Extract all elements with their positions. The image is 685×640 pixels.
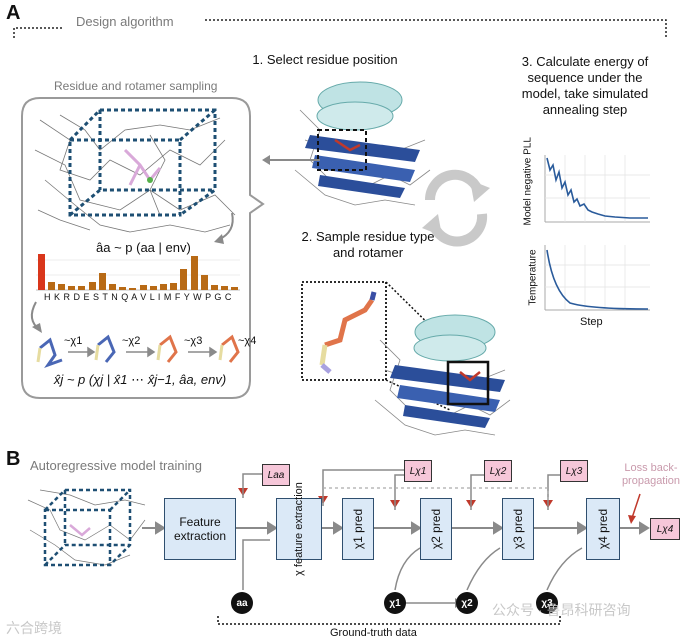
input-chi2: χ2: [456, 592, 478, 614]
ground-truth-label: Ground-truth data: [330, 627, 417, 639]
step3-line: 3. Calculate energy of: [521, 54, 649, 69]
aa-bar: [139, 285, 147, 290]
aa-bar: [231, 286, 239, 290]
aa-bar-chart: [36, 252, 240, 290]
watermark-right: 公众号 · 鲁昂科研咨询: [492, 602, 631, 618]
step1-caption: 1. Select residue position: [252, 52, 398, 67]
step2-line2: and rotamer: [332, 245, 404, 260]
panel-a-title: Design algorithm: [76, 14, 174, 29]
aa-bar: [47, 282, 55, 290]
sampling-box: [21, 97, 265, 399]
chi2-label: ~χ2: [122, 335, 141, 347]
pll-plot: [544, 155, 650, 223]
aa-bar: [88, 281, 96, 290]
aa-bar: [98, 272, 106, 290]
aa-bar: [200, 274, 208, 290]
protein-structure-bottom: [374, 314, 511, 436]
watermark-left: 六合跨境: [6, 620, 62, 636]
aa-bar: [108, 284, 117, 290]
plot-xlabel: Step: [580, 316, 603, 328]
panel-b-letter: B: [6, 448, 21, 470]
aa-bar: [129, 288, 137, 290]
step2-line1: 2. Sample residue type: [301, 229, 435, 244]
panel-b-title: Autoregressive model training: [30, 458, 202, 473]
aa-bar: [68, 286, 76, 290]
protein-structure-top: [294, 81, 431, 206]
aa-bar: [210, 285, 219, 290]
aa-bar: [119, 286, 127, 290]
temperature-curve: [546, 249, 649, 310]
loss-chi4: Lχ4: [650, 518, 680, 540]
feature-extraction-box: Feature extraction: [164, 498, 236, 560]
chi4-label: ~χ4: [238, 335, 257, 347]
aa-letters: H K R D E S T N Q A V L I M F Y W P G C: [44, 292, 232, 302]
aa-bar: [170, 283, 178, 290]
loss-backprop-note: Loss back- propagation: [616, 462, 685, 488]
chi1-label: ~χ1: [64, 335, 83, 347]
aa-bar: [149, 286, 157, 290]
aa-bar: [57, 284, 66, 290]
loss-note-line2: propagation: [621, 475, 681, 487]
chi1-pred-label: χ1 pred: [351, 508, 366, 550]
step3-line: model, take simulated: [521, 86, 649, 101]
loss-chi3: Lχ3: [560, 460, 588, 482]
panel-a-letter: A: [6, 2, 21, 24]
input-chi3: χ3: [536, 592, 558, 614]
sampling-title: Residue and rotamer sampling: [54, 79, 218, 93]
aa-bar: [190, 255, 198, 290]
aa-formula: âa ~ p (aa | env): [96, 240, 191, 255]
chi3-label: ~χ3: [184, 335, 203, 347]
chi-formula: x̂j ~ p (χj | x̂1 ⋯ x̂j−1, âa, env): [53, 372, 227, 387]
chi2-pred-box: χ2 pred: [420, 498, 452, 560]
step3-line: annealing step: [542, 102, 628, 117]
chi-feature-extraction-box: χ feature extraction: [276, 482, 322, 576]
aa-bar: [180, 269, 188, 290]
chi2-pred-label: χ2 pred: [429, 508, 444, 550]
chi-feature-label: χ feature extraction: [293, 482, 306, 576]
chi3-pred-label: χ3 pred: [511, 508, 526, 550]
loss-note-line1: Loss back-: [624, 462, 678, 474]
loss-chi1: Lχ1: [404, 460, 432, 482]
input-chi1: χ1: [384, 592, 406, 614]
loss-chi2: Lχ2: [484, 460, 512, 482]
step3-line: sequence under the: [527, 70, 643, 85]
temperature-plot: [544, 245, 650, 311]
step2-caption: 2. Sample residue type and rotamer: [268, 229, 468, 261]
step3-caption: 3. Calculate energy of sequence under th…: [485, 54, 685, 118]
aa-bar: [78, 286, 86, 290]
aa-bar: [221, 286, 229, 290]
chi1-pred-box: χ1 pred: [342, 498, 374, 560]
aa-bar: [37, 253, 45, 290]
chi4-pred-box: χ4 pred: [586, 498, 620, 560]
chi4-pred-label: χ4 pred: [596, 508, 611, 550]
pll-curve: [546, 157, 648, 219]
loss-aa: Laa: [262, 464, 290, 486]
aa-bar: [159, 284, 168, 290]
input-aa: aa: [231, 592, 253, 614]
chi3-pred-box: χ3 pred: [502, 498, 534, 560]
